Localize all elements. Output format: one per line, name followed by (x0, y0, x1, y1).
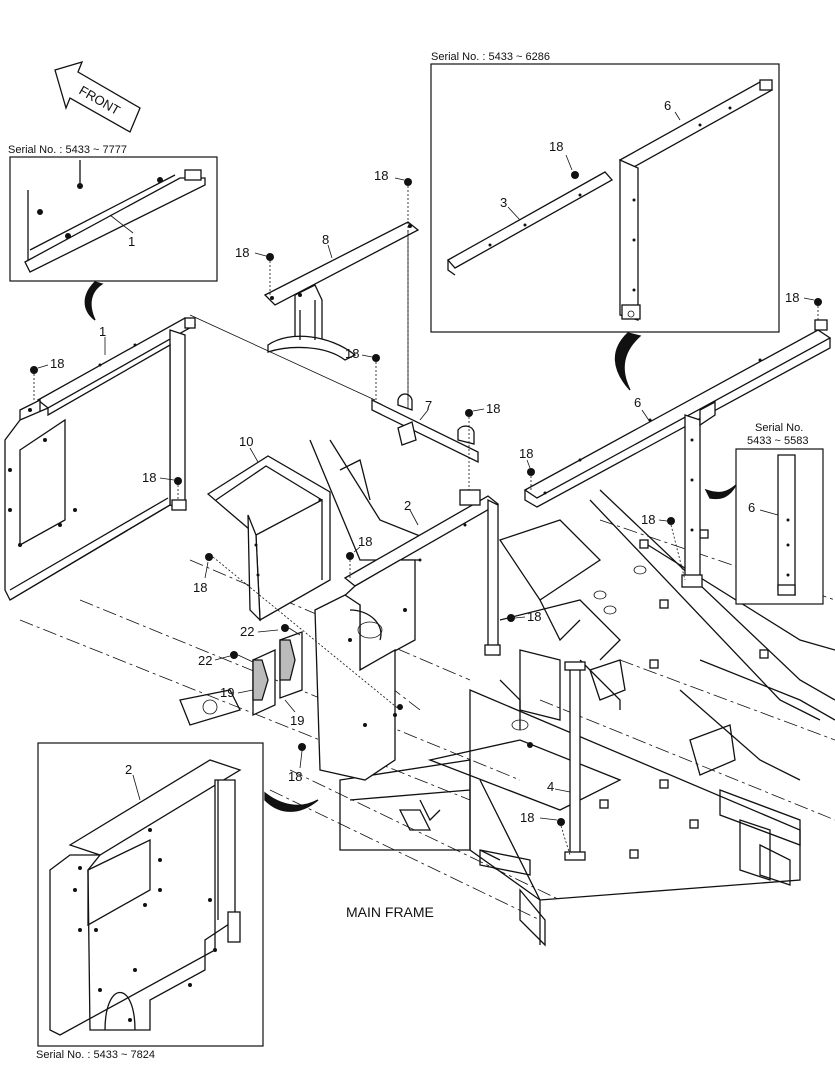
callout: 18 (142, 470, 156, 485)
callout: 18 (641, 512, 655, 527)
part-1-panel: 1 (4, 317, 197, 601)
inset-top-left: Serial No. : 5433 ~ 7777 1 (8, 144, 218, 321)
callout: 19 (290, 713, 304, 728)
inset-mid-right: Serial No. 5433 ~ 5583 6 (704, 422, 824, 605)
main-frame-label: MAIN FRAME (346, 904, 434, 920)
inset-serial: Serial No. : 5433 ~ 7824 (36, 1049, 155, 1061)
callout: 18 (235, 245, 249, 260)
callout: 6 (664, 98, 671, 113)
callout: 18 (358, 534, 372, 549)
part-4-post: 4 (547, 661, 586, 861)
part-7-bracket: 7 (371, 393, 479, 464)
callout: 18 (527, 609, 541, 624)
callout: 3 (500, 195, 507, 210)
inset-serial: Serial No. : 5433 ~ 7777 (8, 144, 127, 156)
callout: 8 (322, 232, 329, 247)
inset-serial: Serial No. : 5433 ~ 6286 (431, 51, 550, 63)
inset-serial: 5433 ~ 5583 (747, 435, 808, 447)
inset-serial: Serial No. (755, 422, 803, 434)
part-6-crossbar: 6 (523, 319, 832, 588)
part-2-panel: 2 (314, 489, 501, 781)
callout: 22 (240, 624, 254, 639)
part-19-blocks: 22 22 19 19 (198, 624, 304, 728)
bolts-18: 18 18 18 18 18 18 18 18 (30, 168, 822, 856)
callout: 18 (374, 168, 388, 183)
callout: 19 (220, 685, 234, 700)
front-label: FRONT (77, 83, 123, 118)
callout: 18 (288, 769, 302, 784)
part-10-cover: 10 (206, 434, 331, 622)
callout: 22 (198, 653, 212, 668)
callout: 18 (193, 580, 207, 595)
callout: 18 (486, 401, 500, 416)
callout: 6 (748, 500, 755, 515)
callout: 10 (239, 434, 253, 449)
callout: 6 (634, 395, 641, 410)
callout: 18 (520, 810, 534, 825)
callout: 18 (519, 446, 533, 461)
callout: 1 (128, 234, 135, 249)
callout: 1 (99, 324, 106, 339)
callout: 18 (549, 139, 563, 154)
front-arrow: FRONT (54, 60, 141, 133)
callout: 4 (547, 779, 554, 794)
inset-top-right: Serial No. : 5433 ~ 6286 6 3 18 (430, 51, 780, 391)
callout: 2 (404, 498, 411, 513)
main-frame (19, 439, 835, 947)
callout: 2 (125, 762, 132, 777)
callout: 18 (50, 356, 64, 371)
inset-bottom-left: Serial No. : 5433 ~ 7824 2 (36, 742, 319, 1061)
callout: 18 (785, 290, 799, 305)
part-8-bracket: 8 (263, 221, 420, 361)
callout: 7 (425, 398, 432, 413)
callout: 18 (345, 346, 359, 361)
